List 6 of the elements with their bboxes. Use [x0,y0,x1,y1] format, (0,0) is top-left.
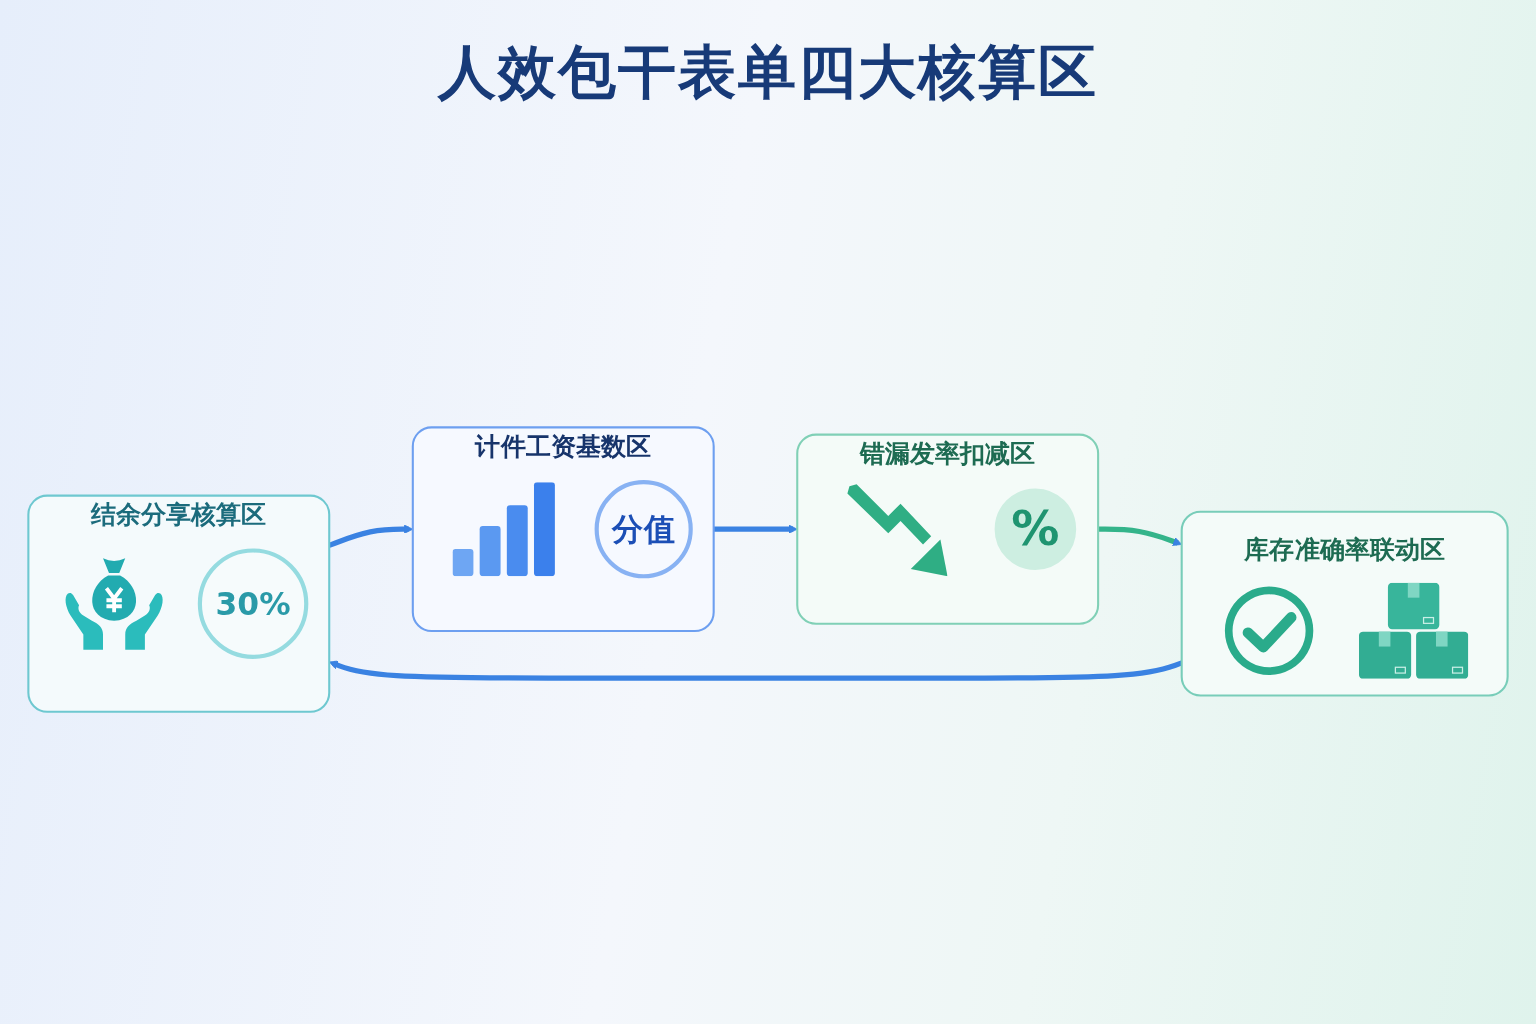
diagram-title: 人效包干表单四大核算区 [438,37,1098,108]
node-circle: 30% [197,548,309,660]
node-circle: % [994,488,1077,571]
arrow [713,525,798,535]
node-box: 库存准确率联动区 [1180,511,1509,698]
node-circle: 分值 [594,480,693,579]
